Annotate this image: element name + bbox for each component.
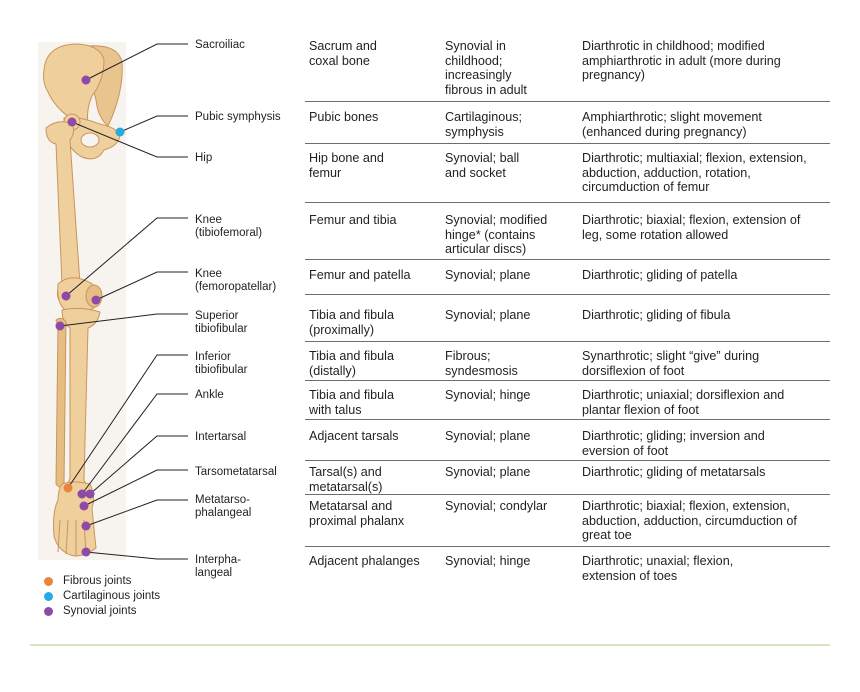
cell-bones: Adjacent phalanges — [309, 554, 420, 568]
cell-type: Synovial; plane — [445, 308, 531, 322]
sacroiliac-marker — [81, 75, 91, 85]
cell-type: Fibrous; syndesmosis — [445, 349, 518, 378]
cell-type: Synovial; condylar — [445, 499, 548, 513]
cartilaginous-swatch — [44, 592, 53, 601]
interphalangeal-marker — [81, 547, 91, 557]
cell-type: Synovial; modified hinge* (contains arti… — [445, 213, 548, 257]
cell-bones: Tarsal(s) and metatarsal(s) — [309, 465, 383, 494]
cell-bones: Tibia and fibula (proximally) — [309, 308, 394, 337]
cell-movement: Diarthrotic; gliding of metatarsals — [582, 465, 766, 479]
cell-bones: Adjacent tarsals — [309, 429, 399, 443]
cell-movement: Diarthrotic; gliding of patella — [582, 268, 738, 282]
superior-tibiofibular-marker — [55, 321, 65, 331]
row-divider — [305, 341, 830, 342]
row-divider — [305, 494, 830, 495]
cell-movement: Diarthrotic; uniaxial; dorsiflexion and … — [582, 388, 785, 417]
label-sacroiliac: Sacroiliac — [195, 39, 245, 51]
row-divider — [305, 546, 830, 547]
cell-movement: Diarthrotic; multiaxial; flexion, extens… — [582, 151, 807, 195]
cell-type: Cartilaginous; symphysis — [445, 110, 523, 139]
cell-bones: Tibia and fibula with talus — [309, 388, 394, 417]
cell-type: Synovial; plane — [445, 429, 531, 443]
metatarsophalangeal-marker — [81, 521, 91, 531]
tibiofemoral-marker — [61, 291, 71, 301]
cell-movement: Diarthrotic; unaxial; flexion, extension… — [582, 554, 734, 583]
footer-divider — [30, 644, 830, 646]
tarsometatarsal-marker — [79, 501, 89, 511]
row-divider — [305, 419, 830, 420]
intertarsal-marker — [85, 489, 95, 499]
hip-marker — [67, 117, 77, 127]
femoropatellar-marker — [91, 295, 101, 305]
label-tarsometatarsal: Tarsometatarsal — [195, 466, 277, 478]
label-intertarsal: Intertarsal — [195, 431, 247, 443]
label-metatarsophalangeal: Metatarso- phalangeal — [195, 494, 252, 519]
cell-bones: Hip bone and femur — [309, 151, 384, 180]
tibia-fibula — [55, 307, 101, 493]
cell-type: Synovial; hinge — [445, 388, 531, 402]
cell-bones: Femur and tibia — [309, 213, 397, 227]
cell-type: Synovial in childhood; increasingly fibr… — [445, 39, 527, 97]
row-divider — [305, 202, 830, 203]
label-pubic-symphysis: Pubic symphysis — [195, 111, 281, 123]
label-inferior-tibiofibular: Inferior tibiofibular — [195, 351, 248, 376]
cell-bones: Pubic bones — [309, 110, 379, 124]
cell-movement: Diarthrotic in childhood; modified amphi… — [582, 39, 781, 83]
row-divider — [305, 143, 830, 144]
leader-lines — [59, 43, 188, 560]
label-superior-tibiofibular: Superior tibiofibular — [195, 310, 248, 335]
cell-movement: Diarthrotic; biaxial; flexion, extension… — [582, 213, 801, 242]
cell-type: Synovial; plane — [445, 465, 531, 479]
label-ankle: Ankle — [195, 389, 224, 401]
label-hip: Hip — [195, 152, 213, 164]
label-knee-femoropatellar: Knee (femoropatellar) — [195, 268, 277, 293]
cell-bones: Tibia and fibula (distally) — [309, 349, 394, 378]
fibrous-swatch — [44, 577, 53, 586]
legend-label: Cartilaginous joints — [63, 590, 161, 602]
cell-type: Synovial; hinge — [445, 554, 531, 568]
legend-label: Synovial joints — [63, 605, 137, 617]
legend-label: Fibrous joints — [63, 575, 132, 587]
cell-bones: Sacrum and coxal bone — [309, 39, 377, 68]
ankle-marker — [77, 489, 87, 499]
joint-markers — [55, 75, 125, 557]
cell-bones: Metatarsal and proximal phalanx — [309, 499, 405, 528]
row-divider — [305, 380, 830, 381]
cell-movement: Amphiarthrotic; slight movement (enhance… — [582, 110, 762, 139]
cell-movement: Diarthrotic; gliding; inversion and ever… — [582, 429, 765, 458]
cell-movement: Diarthrotic; biaxial; flexion, extension… — [582, 499, 797, 543]
row-divider — [305, 294, 830, 295]
synovial-swatch — [44, 607, 53, 616]
label-interphalangeal: Interpha- langeal — [195, 554, 242, 579]
cell-type: Synovial; ball and socket — [445, 151, 520, 180]
pubic-symphysis-marker — [115, 127, 125, 137]
cell-type: Synovial; plane — [445, 268, 531, 282]
row-divider — [305, 259, 830, 260]
cell-bones: Femur and patella — [309, 268, 411, 282]
label-knee-tibiofemoral: Knee (tibiofemoral) — [195, 214, 263, 239]
cell-movement: Diarthrotic; gliding of fibula — [582, 308, 731, 322]
row-divider — [305, 460, 830, 461]
cell-movement: Synarthrotic; slight “give” during dorsi… — [582, 349, 760, 378]
row-divider — [305, 101, 830, 102]
inferior-tibiofibular-marker — [63, 483, 73, 493]
